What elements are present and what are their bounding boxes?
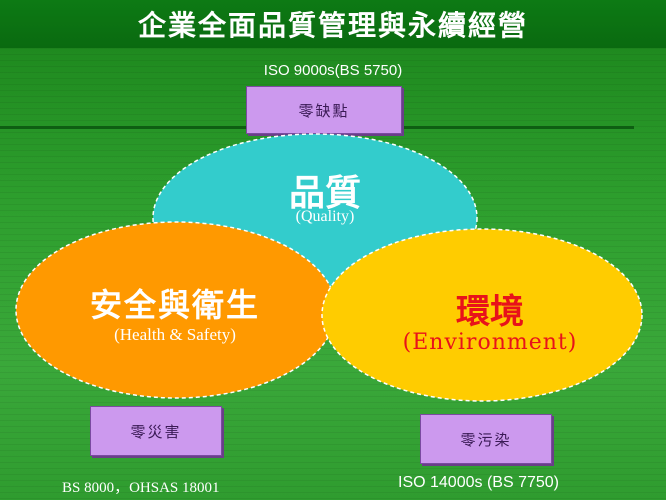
- zero-defect-box: 零缺點: [246, 86, 402, 134]
- quality-title: 品質: [288, 172, 361, 214]
- quality-subtitle: (Quality): [295, 208, 355, 225]
- zero-accident-box: 零災害: [90, 406, 222, 456]
- health-safety-title: 安全與衛生: [89, 286, 260, 324]
- standard-label-bottom-right: ISO 14000s (BS 7750): [398, 474, 559, 491]
- standard-label-bottom-left: BS 8000，OHSAS 18001: [62, 480, 220, 496]
- environment-title: 環境: [456, 292, 524, 332]
- title-banner: 企業全面品質管理與永續經營: [0, 0, 666, 48]
- environment-ellipse: [321, 228, 643, 402]
- standard-label-top: ISO 9000s(BS 5750): [263, 62, 403, 79]
- health-safety-subtitle: (Health & Safety): [114, 325, 236, 344]
- environment-subtitle: (Environment): [402, 330, 578, 355]
- zero-pollution-box: 零污染: [420, 414, 552, 464]
- page-title: 企業全面品質管理與永續經營: [137, 9, 528, 42]
